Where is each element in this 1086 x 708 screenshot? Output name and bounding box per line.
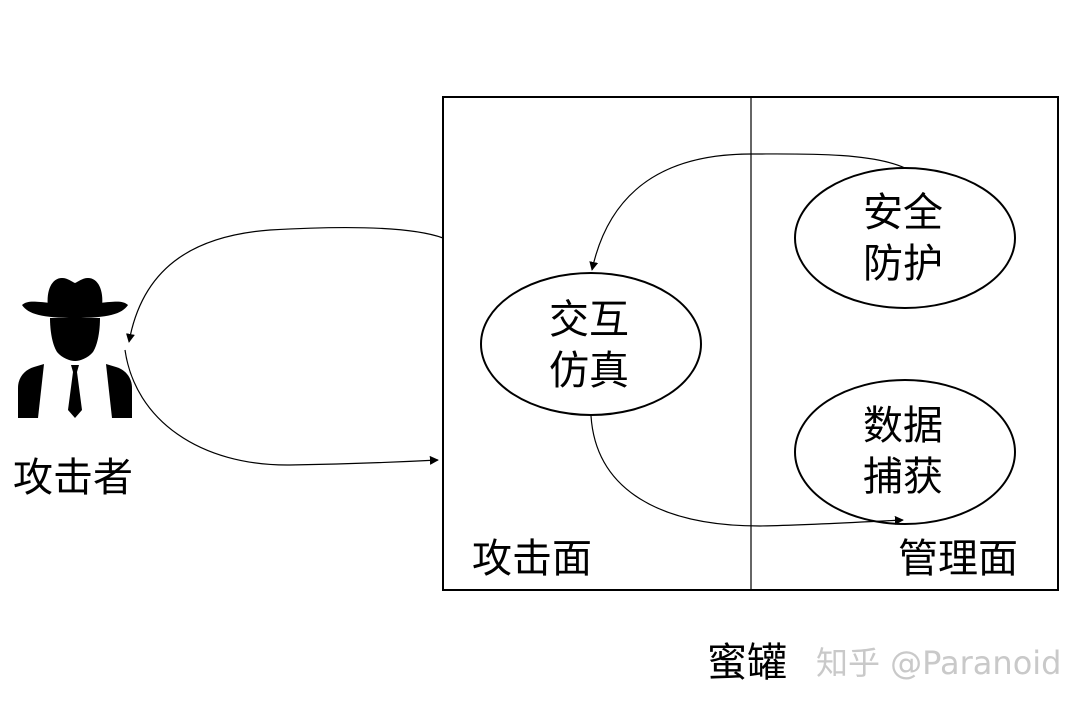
security-node-label-1: 安全 — [863, 190, 943, 236]
protection-flow-arrow — [589, 153, 906, 271]
attack-surface-label: 攻击面 — [472, 536, 592, 582]
management-plane-label: 管理面 — [898, 536, 1018, 582]
data-capture-node — [794, 379, 1016, 525]
interaction-simulation-node — [480, 272, 702, 416]
watermark: 知乎 @Paranoid — [816, 644, 1061, 682]
capture-node-label-1: 数据 — [863, 403, 943, 449]
honeypot-caption: 蜜罐 — [707, 640, 787, 686]
security-protection-node — [794, 167, 1016, 309]
security-node-label-2: 防护 — [863, 241, 943, 287]
attacker-label: 攻击者 — [13, 455, 133, 501]
capture-flow-arrow — [590, 415, 904, 527]
interaction-node-label-2: 仿真 — [549, 348, 629, 394]
attack-arrow — [124, 349, 439, 466]
interaction-node-label-1: 交互 — [549, 297, 629, 343]
hacker-spy-icon — [18, 278, 132, 418]
capture-node-label-2: 捕获 — [863, 454, 943, 500]
response-arrow — [126, 227, 444, 343]
